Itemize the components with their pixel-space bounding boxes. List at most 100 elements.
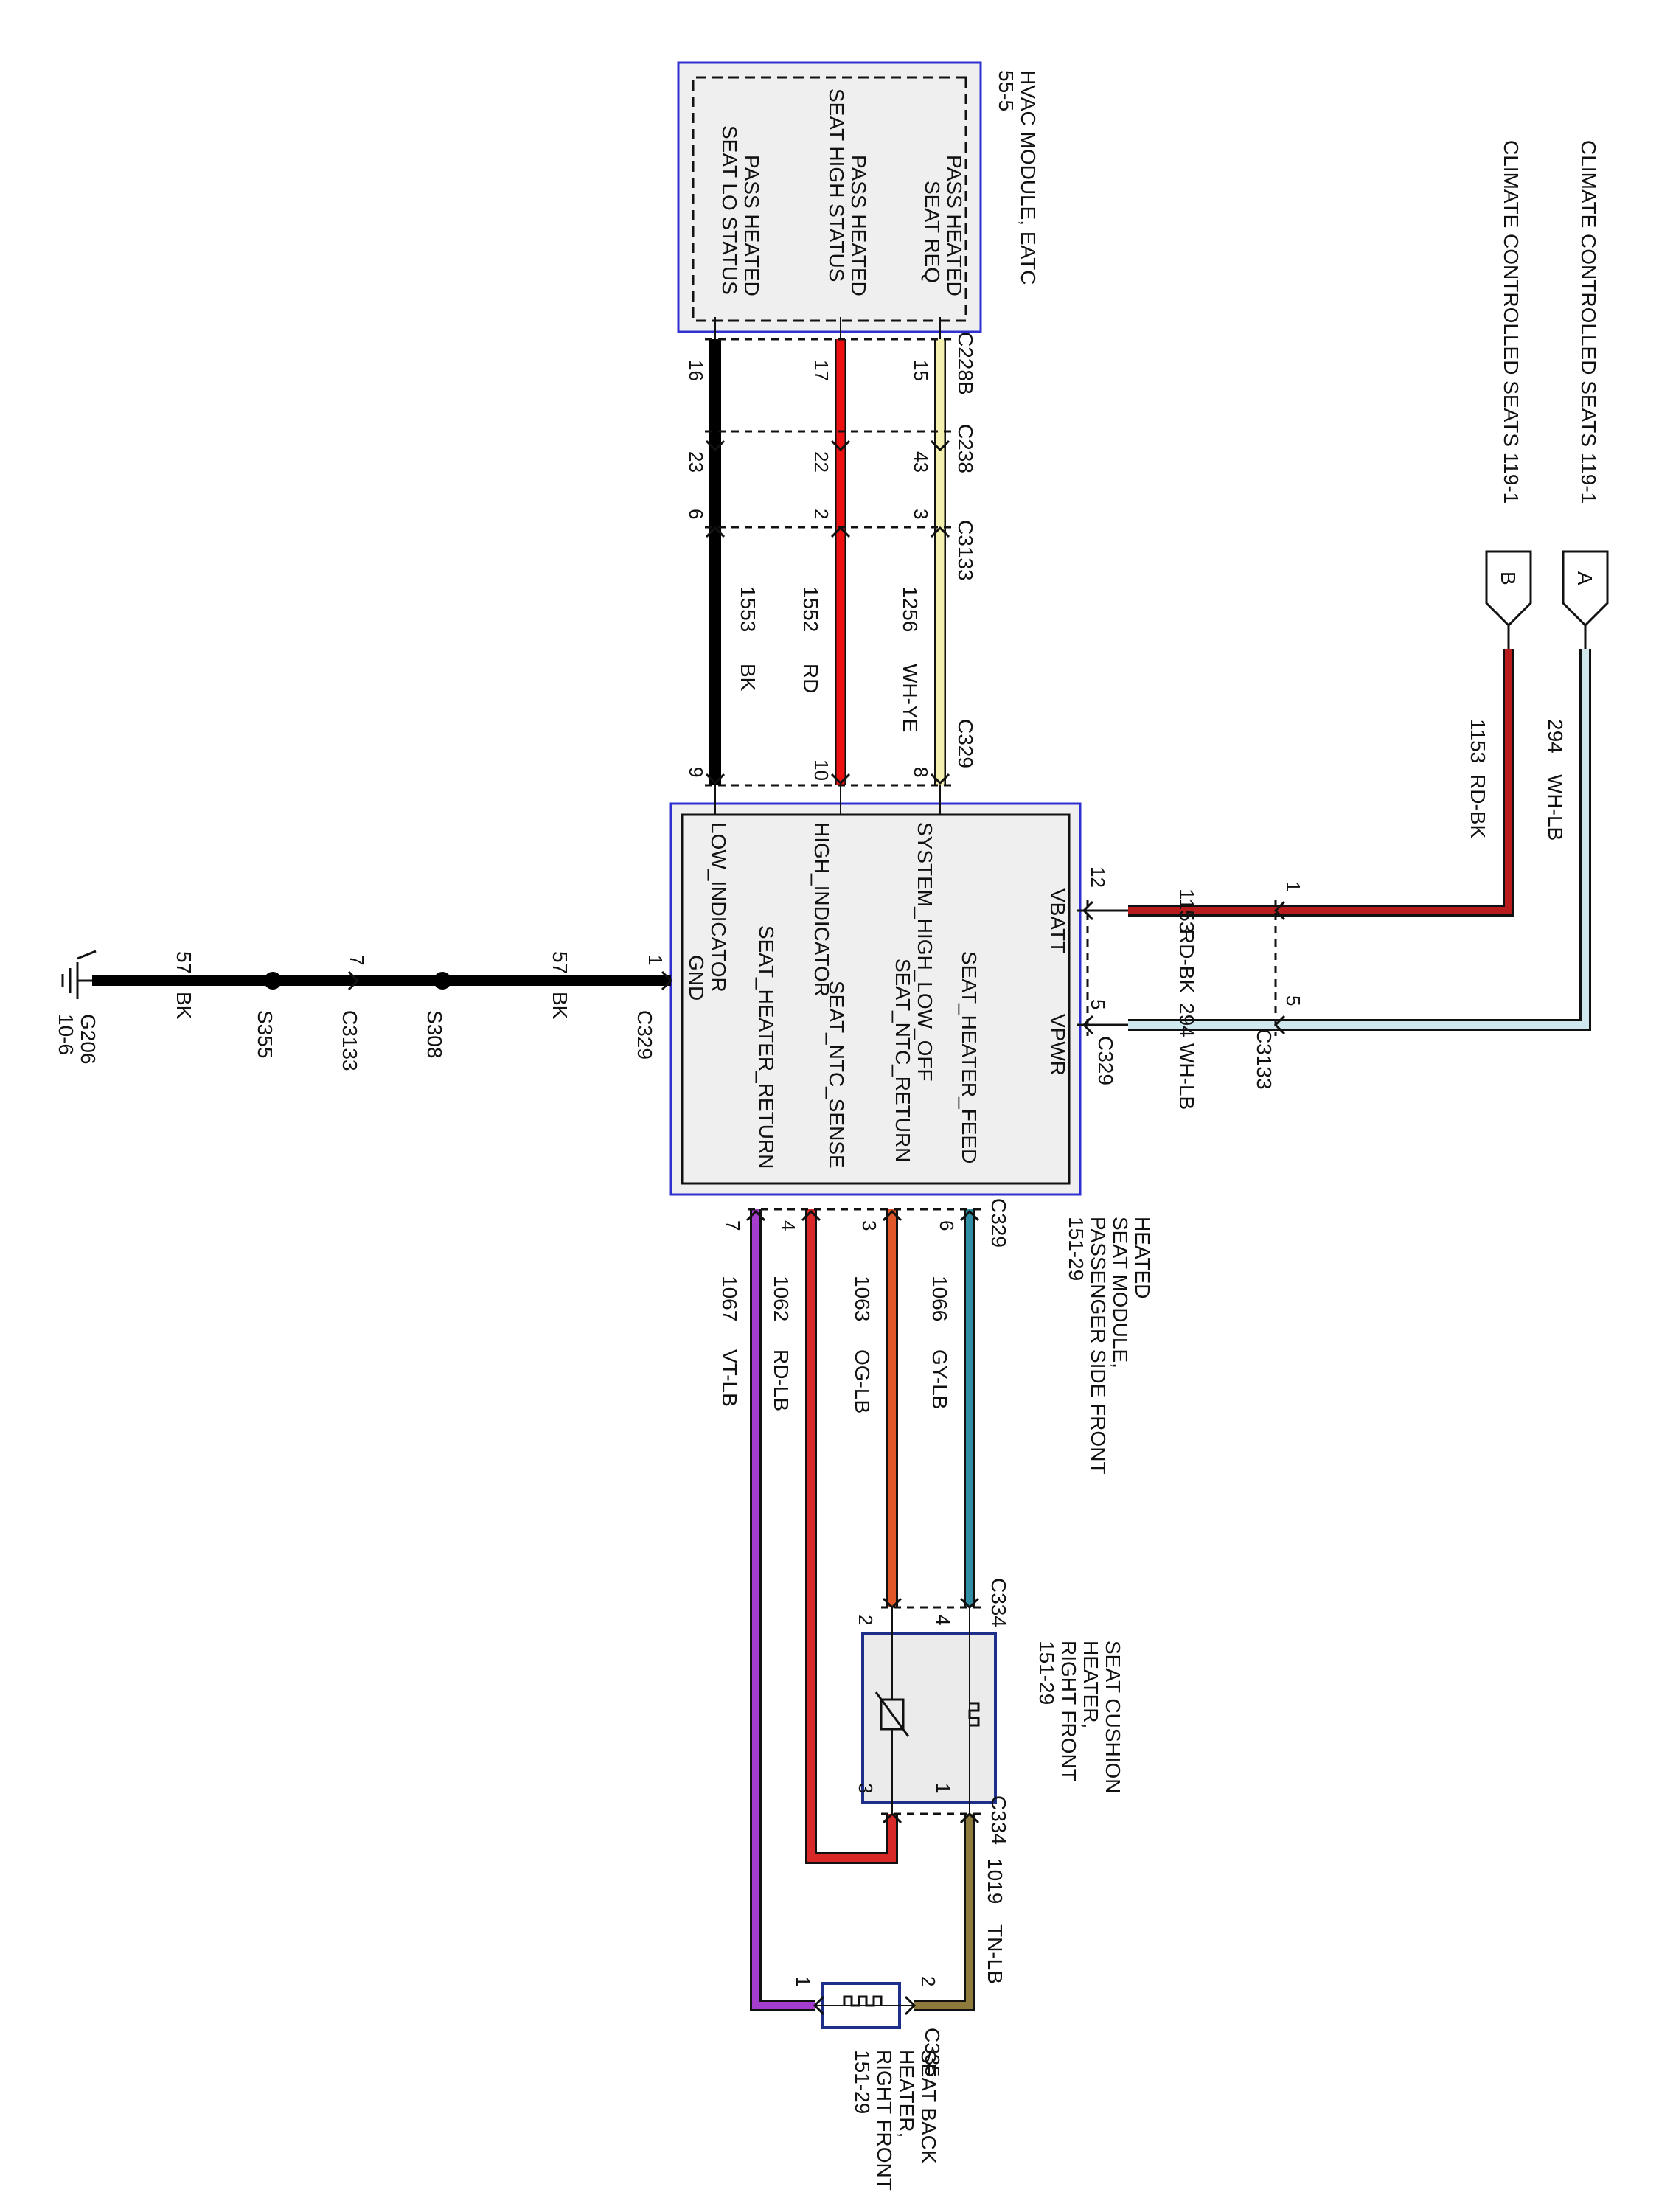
- wire-1256-color: WH-YE: [899, 664, 922, 732]
- pin-17: 17: [810, 360, 832, 381]
- seat-cushion-title-1: SEAT CUSHION: [1102, 1641, 1124, 1793]
- hvac-pin-label-req-2: SEAT REQ: [921, 181, 944, 283]
- wire-1062-color: RD-LB: [770, 1349, 793, 1411]
- connector-c3133-top-label: C3133: [954, 520, 977, 581]
- connector-c228b: C228B: [704, 332, 977, 395]
- connector-flag-b: B: [1485, 550, 1532, 627]
- connector-flag-a: A: [1562, 550, 1609, 627]
- module-pin-feed: SEAT_HEATER_FEED: [958, 951, 981, 1164]
- heated-module-title-1: HEATED: [1131, 1217, 1154, 1299]
- pin-6: 6: [685, 509, 707, 519]
- module-pin-low: LOW_INDICATOR: [707, 822, 730, 992]
- ground-g206-label: G206: [77, 1014, 100, 1065]
- connector-c329-right: C329: [1086, 900, 1117, 1085]
- hvac-module-inner: [692, 76, 967, 322]
- connector-c329-bottom: C329: [745, 1198, 1010, 1248]
- pin-ntc-sense-4: 4: [777, 1220, 799, 1231]
- pin-16: 16: [685, 360, 707, 381]
- pin-5-vpwr: 5: [1087, 999, 1109, 1009]
- heater-element-icon: [968, 1702, 980, 1727]
- ground-g206-ref: 10-6: [55, 1014, 77, 1055]
- wire-294-circuit-2: 294: [1175, 1003, 1198, 1037]
- connector-c329-top: C329: [704, 719, 977, 787]
- pin-8: 8: [910, 767, 932, 777]
- wire-294-color: WH-LB: [1544, 774, 1567, 841]
- pin-15: 15: [910, 360, 932, 381]
- pin-3: 3: [910, 509, 932, 519]
- connector-c334-bottom: C334: [881, 1795, 1010, 1845]
- seat-back-title-2: HEATER,: [895, 2050, 918, 2138]
- seat-back-title-3: RIGHT FRONT: [873, 2050, 896, 2191]
- hvac-pin-label-req-1: PASS HEATED: [943, 155, 966, 296]
- wire-1553-color: BK: [737, 664, 759, 692]
- pin-ntc-return-3: 3: [858, 1220, 880, 1231]
- pin-cushion-2: 2: [855, 1615, 877, 1625]
- pin-back-1: 1: [792, 1976, 814, 1986]
- wire-1062-circuit: 1062: [770, 1276, 793, 1321]
- wire-1153-circuit: 1153: [1467, 719, 1489, 763]
- module-pin-high: HIGH_INDICATOR: [810, 822, 833, 997]
- pin-cushion-1: 1: [932, 1783, 954, 1793]
- connector-c334-top-label: C334: [987, 1578, 1010, 1627]
- connector-c3133-right: C3133: [1253, 900, 1277, 1090]
- connector-flag-a-label: A: [1573, 571, 1596, 585]
- pin-cushion-3: 3: [855, 1783, 877, 1793]
- module-pin-return: SEAT_HEATER_RETURN: [755, 925, 778, 1169]
- connector-c329-gnd: C329: [633, 1010, 656, 1060]
- hvac-module-ref: 55-5: [995, 70, 1018, 111]
- seat-back-element-icon: [843, 1995, 883, 2007]
- top-wire-chevrons: [705, 439, 950, 785]
- wire-1552-circuit: 1552: [799, 586, 822, 632]
- climate-ref-a: CLIMATE CONTROLLED SEATS 119-1: [1577, 140, 1600, 504]
- seat-back-title-1: SEAT BACK: [917, 2050, 940, 2164]
- module-pin-system: SYSTEM_HIGH_LOW_OFF: [914, 822, 936, 1082]
- heated-module-title-2: SEAT MODULE,: [1109, 1217, 1132, 1368]
- pin-return-7: 7: [722, 1220, 744, 1231]
- seat-cushion-title-2: HEATER,: [1079, 1641, 1102, 1728]
- wire-1153-color: RD-BK: [1467, 774, 1489, 838]
- splice-s355: [264, 972, 282, 990]
- heated-module-ref: 151-29: [1065, 1217, 1088, 1281]
- heated-module-title-3: PASSENGER SIDE FRONT: [1087, 1217, 1110, 1475]
- module-pin-ntc-sense: SEAT_NTC_SENSE: [825, 981, 848, 1169]
- connector-c334-bottom-label: C334: [987, 1795, 1010, 1845]
- pin-2: 2: [810, 509, 832, 519]
- connector-c228b-label: C228B: [954, 332, 977, 395]
- heated-seat-module-inner: [681, 813, 1071, 1185]
- seat-cushion-heater: [861, 1607, 997, 1814]
- hvac-pin-label-high-1: PASS HEATED: [847, 155, 870, 296]
- wire-1066-circuit: 1066: [928, 1276, 951, 1321]
- hvac-pin-label-high-2: SEAT HIGH STATUS: [825, 88, 848, 282]
- hvac-pin-label-lo-2: SEAT LO STATUS: [718, 125, 741, 295]
- wire-1067: [750, 1209, 815, 2011]
- wire-57a-color: BK: [549, 992, 571, 1020]
- hvac-module-box: [677, 61, 982, 333]
- seat-cushion-box: [861, 1632, 997, 1804]
- connector-c335-label: C335: [921, 2028, 944, 2077]
- splice-s308: [434, 972, 451, 990]
- module-pin-vbatt: VBATT: [1046, 888, 1069, 953]
- seat-back-heater: [815, 1982, 914, 2029]
- module-pin-gnd: GND: [685, 955, 708, 1001]
- pin-9: 9: [685, 767, 707, 777]
- wire-1066-color: GY-LB: [928, 1349, 951, 1409]
- hvac-module-title: HVAC MODULE, EATC: [1017, 70, 1040, 285]
- wire-1062: [805, 1209, 898, 1864]
- wire-294-color-2: WH-LB: [1175, 1043, 1198, 1110]
- pin-43: 43: [910, 451, 932, 473]
- connector-flag-b-label: B: [1497, 571, 1520, 585]
- wire-1067-color: VT-LB: [718, 1349, 741, 1407]
- seat-back-ref: 151-29: [851, 2050, 874, 2114]
- pin-5-right: 5: [1282, 995, 1304, 1006]
- wire-1019-circuit: 1019: [984, 1858, 1006, 1904]
- wire-1153-circuit-2: 1153: [1175, 888, 1198, 933]
- pin-12: 12: [1087, 866, 1109, 888]
- climate-ref-b: CLIMATE CONTROLLED SEATS 119-1: [1500, 140, 1523, 504]
- connector-c329-bottom-label: C329: [987, 1198, 1010, 1248]
- wire-1063-color: OG-LB: [851, 1349, 874, 1413]
- wire-1153-color-2: RD-BK: [1175, 929, 1198, 993]
- connector-c3133-gnd: C3133: [338, 1010, 361, 1071]
- wire-1067-circuit: 1067: [718, 1276, 741, 1321]
- wire-1553-circuit: 1553: [737, 586, 759, 632]
- connector-c238: C238: [704, 424, 977, 473]
